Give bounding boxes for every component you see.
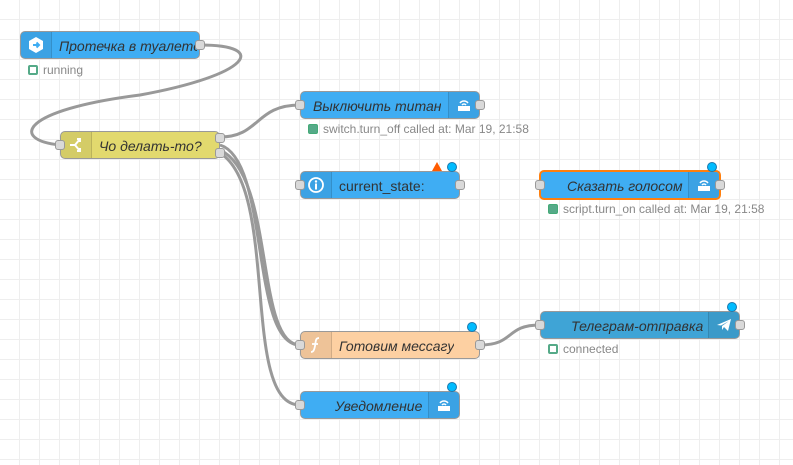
warning-icon (432, 162, 442, 171)
call-service-icon (688, 172, 719, 198)
output-port[interactable] (455, 180, 465, 190)
status-say-voice: script.turn_on called at: Mar 19, 21:58 (548, 202, 764, 216)
output-port[interactable] (475, 340, 485, 350)
node-current-state[interactable]: current_state: (300, 171, 460, 199)
status-turn-off: switch.turn_off called at: Mar 19, 21:58 (308, 122, 529, 136)
changed-dot-icon (727, 302, 737, 312)
wire-switch-to-notify (219, 151, 301, 407)
state-changed-icon (21, 32, 52, 58)
node-telegram[interactable]: Телеграм-отправка (540, 311, 740, 339)
switch-icon (61, 132, 92, 158)
status-dot-icon (308, 124, 318, 134)
output-port[interactable] (735, 320, 745, 330)
input-port[interactable] (295, 100, 305, 110)
changed-dot-icon (447, 162, 457, 172)
info-icon (301, 172, 332, 198)
node-leak[interactable]: Протечка в туалете (20, 31, 200, 59)
output-port[interactable] (215, 133, 225, 143)
wire-leak-to-switch (30, 43, 243, 147)
status-telegram: connected (548, 342, 618, 356)
telegram-icon (708, 312, 739, 338)
node-label: Протечка в туалете (59, 38, 197, 54)
node-label: Сказать голосом (567, 178, 683, 194)
function-icon (301, 332, 332, 358)
node-label: Чо делать-то? (99, 138, 202, 154)
wire-func-to-tg (479, 323, 541, 347)
node-label: Выключить титан (313, 98, 442, 114)
node-turn-off[interactable]: Выключить титан (300, 91, 480, 119)
output-port[interactable] (195, 40, 205, 50)
input-port[interactable] (55, 140, 65, 150)
status-leak: running (28, 63, 83, 77)
call-service-icon (448, 92, 479, 118)
changed-dot-icon (447, 382, 457, 392)
node-label: Готовим мессагу (339, 338, 455, 354)
wire-switch-to-func (219, 143, 301, 347)
input-port[interactable] (535, 180, 545, 190)
node-function[interactable]: Готовим мессагу (300, 331, 480, 359)
status-dot-icon (548, 204, 558, 214)
call-service-icon (428, 392, 459, 418)
node-label: current_state: (339, 178, 425, 194)
wire-switch-to-func-2 (219, 148, 301, 347)
changed-dot-icon (707, 162, 717, 172)
output-port[interactable] (475, 100, 485, 110)
input-port[interactable] (295, 400, 305, 410)
output-port[interactable] (215, 148, 225, 158)
input-port[interactable] (295, 340, 305, 350)
input-port[interactable] (535, 320, 545, 330)
node-switch[interactable]: Чо делать-то? (60, 131, 220, 159)
node-notify[interactable]: Уведомление (300, 391, 460, 419)
node-label: Уведомление (335, 398, 423, 414)
changed-dot-icon (467, 322, 477, 332)
status-ring-icon (548, 344, 558, 354)
wire-switch-to-off (219, 103, 301, 139)
node-label: Телеграм-отправка (571, 318, 704, 334)
input-port[interactable] (295, 180, 305, 190)
node-say-voice[interactable]: Сказать голосом (539, 170, 721, 200)
output-port[interactable] (715, 180, 725, 190)
status-ring-icon (28, 65, 38, 75)
